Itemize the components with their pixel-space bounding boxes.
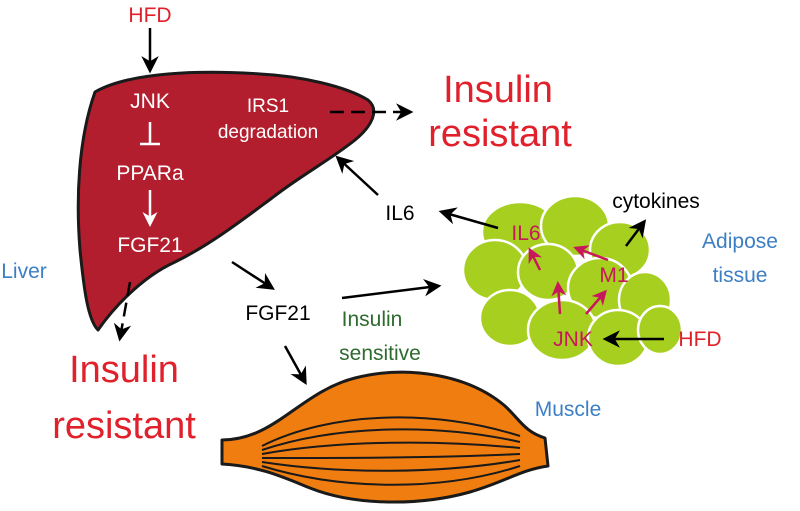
arrow-m1-to-il6 bbox=[573, 245, 609, 262]
arrow-fgf21-to-adipose bbox=[341, 279, 442, 300]
liver-label: Liver bbox=[1, 260, 47, 283]
tissue-label: tissue bbox=[713, 264, 768, 287]
irs1-label: IRS1 bbox=[247, 96, 289, 117]
hfd-right-label: HFD bbox=[678, 328, 721, 351]
arrow-jnk-to-il6 bbox=[551, 281, 567, 315]
adipose-label: Adipose bbox=[702, 230, 778, 253]
muscle-fibers bbox=[261, 416, 521, 486]
ppara-label: PPARa bbox=[116, 162, 184, 185]
insulin-sensitive-line1: Insulin bbox=[342, 308, 403, 331]
insulin-resistant-bottom-line2: resistant bbox=[52, 405, 196, 447]
arrow-jnk-to-m1 bbox=[585, 289, 607, 315]
arrow-fgf21-to-fgf21 bbox=[231, 260, 275, 290]
degradation-label: degradation bbox=[218, 122, 318, 143]
arrow-il6-to-liver bbox=[335, 155, 379, 196]
insulin-sensitive-line2: sensitive bbox=[339, 342, 421, 365]
insulin-resistant-bottom-line1: Insulin bbox=[69, 349, 179, 391]
il6-adipose-label: IL6 bbox=[511, 222, 540, 245]
fgf21-liver-label: FGF21 bbox=[117, 234, 182, 257]
insulin-resistant-top-line1: Insulin bbox=[443, 69, 553, 111]
muscle-label: Muscle bbox=[535, 398, 602, 421]
arrow-adipose-to-cytokines bbox=[625, 219, 647, 247]
arrow-il6-up bbox=[528, 247, 543, 271]
adipose-internal-arrows bbox=[528, 245, 609, 315]
arrow-fgf21-to-muscle bbox=[283, 345, 307, 386]
fgf21-mid-label: FGF21 bbox=[245, 302, 310, 325]
arrow-liver-to-insulin-resistant bbox=[113, 281, 132, 342]
arrow-adipose-il6-to-il6 bbox=[438, 207, 499, 230]
jnk-adipose-label: JNK bbox=[553, 328, 593, 351]
liver-internal-arrows bbox=[140, 122, 160, 227]
black-arrows bbox=[113, 28, 664, 386]
il6-mid-label: IL6 bbox=[385, 202, 414, 225]
jnk-liver-label: JNK bbox=[130, 90, 170, 113]
cytokines-label: cytokines bbox=[612, 190, 700, 213]
liver-shape bbox=[76, 70, 376, 332]
m1-label: M1 bbox=[599, 264, 628, 287]
hfd-top-label: HFD bbox=[128, 4, 171, 27]
insulin-resistant-top-line2: resistant bbox=[428, 113, 572, 155]
muscle-body bbox=[220, 370, 550, 504]
